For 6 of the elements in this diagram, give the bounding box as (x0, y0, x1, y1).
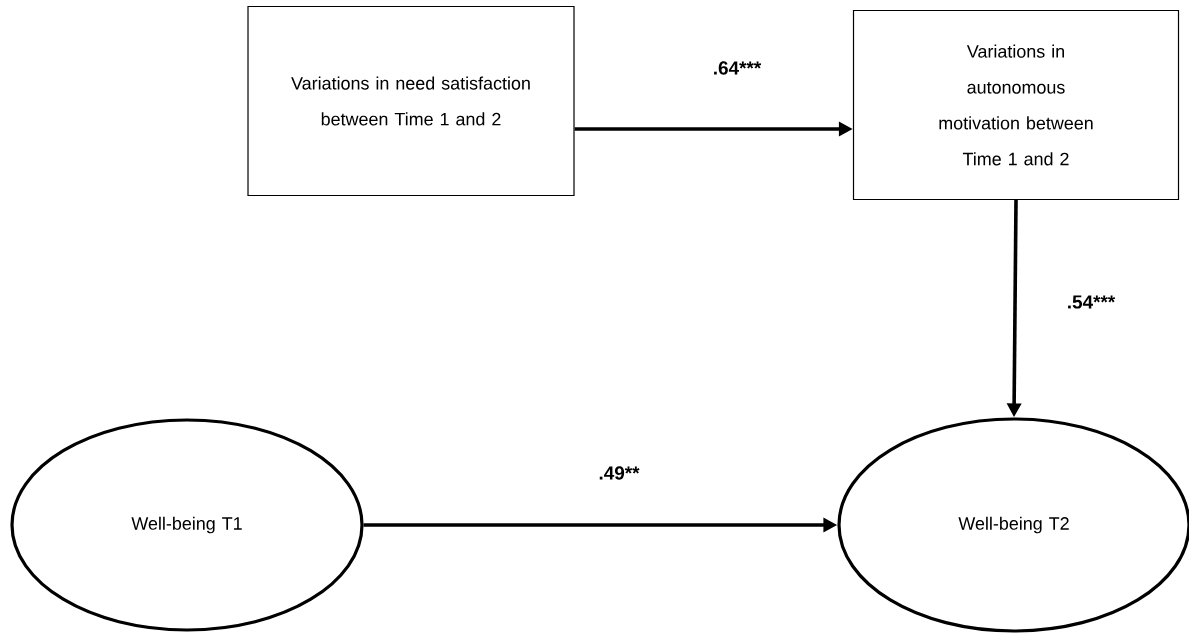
ellipse-node: Well-being T1 (10, 418, 364, 632)
edge-label: .49** (597, 465, 641, 481)
process-box: Variations in autonomous motivation between Time 1 and 2 (852, 9, 1180, 201)
process-box: Variations in need satisfaction between Time 1 and 2 (247, 5, 575, 197)
edge-label: .54*** (1065, 294, 1117, 310)
edge-label: .64*** (711, 60, 763, 76)
